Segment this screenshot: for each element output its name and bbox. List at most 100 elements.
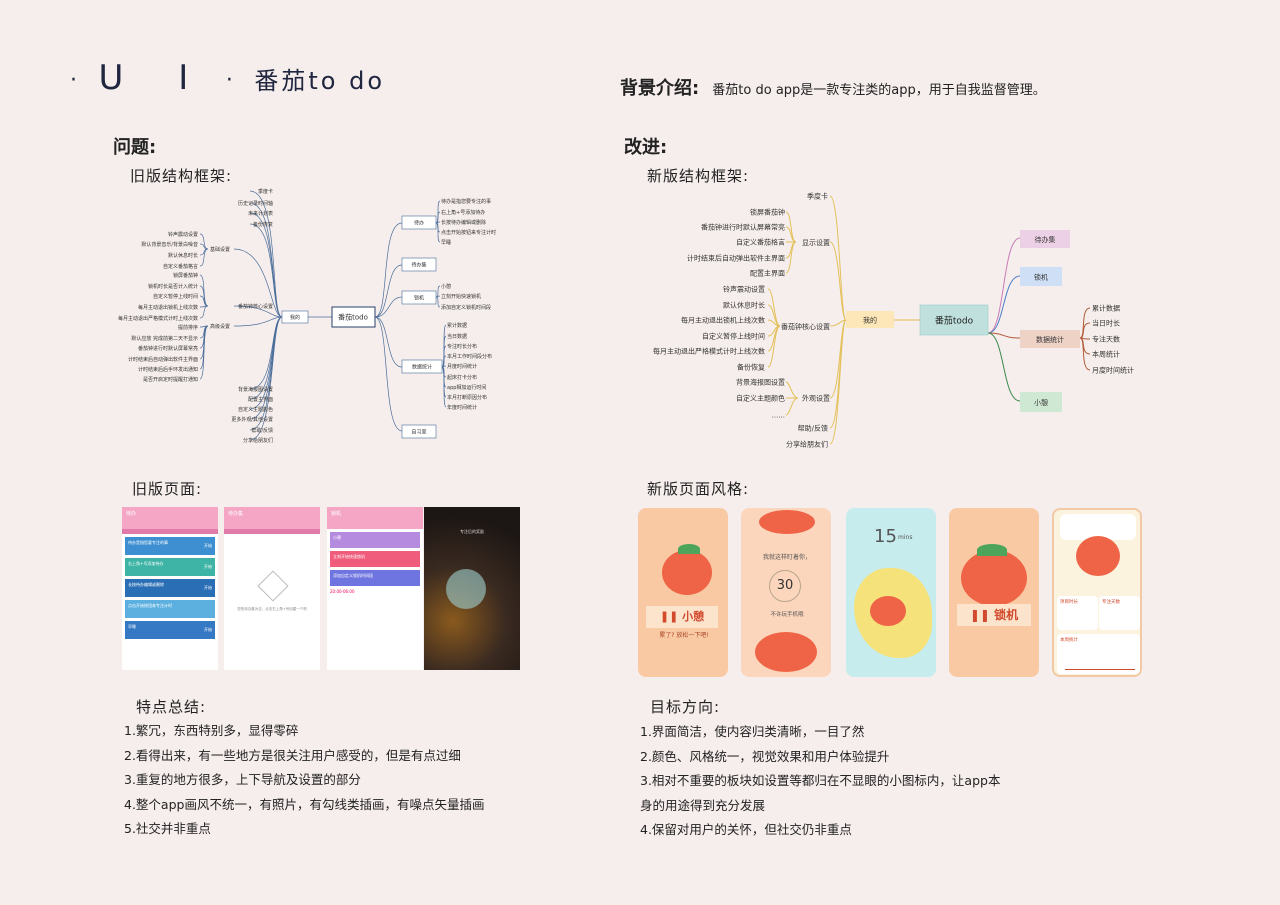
new-stats-item: 累计数据 [1092,304,1120,313]
tomato-icon [755,632,817,672]
improve-heading: 改进: [624,137,668,158]
feature-item: 2.看得出来，有一些地方是很关注用户感受的，但是有点过细 [124,747,461,763]
old-lock-card[interactable]: 小憩 [330,532,420,548]
stats-tab[interactable]: 项目时长 [1057,596,1098,630]
old-basic-item: 默认休息时长 [168,252,198,259]
old-adv-item: 番茄钟进行时默认屏幕常亮 [138,345,198,352]
old-todo-item: 点击开始按钮来专注计时 [441,229,496,236]
features-list: 1.繁冗，东西特别多，显得零碎 2.看得出来，有一些地方是很关注用户感受的，但是… [124,719,484,842]
new-screen-timer: 15 mins [846,508,936,677]
focus-circle[interactable] [446,569,486,609]
goal-item: 2.颜色、风格统一，视觉效果和用户体验提升 [640,748,890,764]
old-empty-text: 您的待办集为空，点击右上角+号创建一个吧 [237,607,307,611]
new-display-item: 自定义番茄格言 [736,238,785,247]
old-screen-photo: 专注后的奖励 [424,507,520,670]
feature-item: 3.重复的地方很多，上下导航及设置的部分 [124,772,361,787]
lock-label[interactable]: ❚❚ 锁机 [957,604,1031,626]
old-lock-item: 立刻开始快速锁机 [441,293,481,300]
old-core-item: 锁机时长是否计入统计 [148,283,198,290]
new-look-item: 自定义主题颜色 [736,394,785,403]
old-adv-item: 计时结束后自动弹出软件主界面 [128,356,198,363]
new-stats-item: 专注天数 [1092,335,1120,344]
goal-item: 3.相对不重要的板块如设置等都归在不显眼的小图标内，让app本 [640,773,1001,788]
old-top-item: 季度卡 [258,188,273,195]
old-screen-todo-set: 待办集 您的待办集为空，点击右上角+号创建一个吧 [224,507,320,670]
new-screen-stats: 项目时长 专注天数 本周统计 [1052,508,1142,677]
new-core-item: 备份恢复 [737,363,765,372]
new-look-item: 背景海报图设置 [736,378,785,387]
old-adv-item: 是否开启定时提醒打通知 [143,376,198,383]
old-mine-node: 我的 [290,314,300,321]
features-heading: 特点总结: [136,698,207,716]
new-screen-focus: 我就这样盯着你， 30 不许玩手机哦 [741,508,831,677]
title-app-name: 番茄to do [254,67,386,95]
old-photo-text: 专注后的奖励 [460,529,484,534]
old-root-node: 番茄todo [338,313,368,322]
new-display-item: 锁屏番茄钟 [750,208,785,217]
old-basic-item: 自定义番茄格言 [163,263,198,270]
stats-tab[interactable]: 专注天数 [1099,596,1140,630]
new-core-item: 自定义暂停上线时间 [702,332,765,341]
old-lock-card[interactable]: 添加自定义锁机时间段 [330,570,420,586]
new-stats-item: 本周统计 [1092,350,1120,359]
background-text: 番茄to do app是一款专注类的app，用于自我监督管理。 [712,83,1046,98]
old-node-todo-set: 待办集 [411,262,426,269]
tomato-icon [961,550,1027,606]
old-stats-item: 当日数据 [447,333,467,340]
new-stats-item: 月度时间统计 [1092,366,1134,375]
old-structure-heading: 旧版结构框架: [130,167,233,185]
rest-label[interactable]: ❚❚ 小憩 [646,606,718,628]
tomato-icon [870,596,906,626]
old-todo-item: 长按待办编辑或删除 [441,219,486,226]
old-stats-item: 起床打卡分布 [447,374,477,381]
old-basic-item: 铃声震动设置 [168,231,198,238]
old-lock-item: 添加自定义锁机时间段 [441,304,491,311]
old-todo-card[interactable]: 长按待办编辑或删除开始 [125,579,215,597]
old-lock-card[interactable]: 立刻开始快速锁机 [330,551,420,567]
old-bottom-item: 帮助/反馈 [251,427,273,434]
goal-item: 1.界面简洁，使内容归类清晰，一目了然 [640,724,865,739]
tomato-icon [662,550,712,595]
new-node-lock: 锁机 [1034,273,1048,282]
old-adv-item: 计时结束后后手环发出通知 [138,366,198,373]
old-node-stats: 数据统计 [412,364,432,371]
old-stats-item: app相加运行时间 [447,384,486,391]
old-node-todo: 待办 [414,220,424,227]
old-todo-card[interactable]: 右上角+号添加待办开始 [125,558,215,576]
new-core-item: 铃声震动设置 [723,285,765,294]
old-screen-todo: 待办 待办是指您要专注的事开始 右上角+号添加待办开始 长按待办编辑或删除开始 … [122,507,218,670]
old-todo-card[interactable]: 点击开始按钮来专注计时 [125,600,215,618]
old-screen-header: 锁机 [327,507,423,529]
new-display-item: 配置主界面 [750,269,785,278]
old-stats-item: 月度时间统计 [447,363,477,370]
old-bottom-item: 自定义主题颜色 [238,406,273,413]
goals-list: 1.界面简洁，使内容归类清晰，一目了然 2.颜色、风格统一，视觉效果和用户体验提… [640,720,1000,843]
old-stats-item: 累计数据 [447,322,467,329]
new-node-rest: 小憩 [1034,398,1048,407]
new-core-item: 默认休息时长 [723,301,765,310]
title-dot: · [70,68,83,93]
old-todo-card[interactable]: 早睡开始 [125,621,215,639]
old-adv-item: 默认应放 完成前第二天不显示 [131,335,198,342]
old-stats-item: 专注时长分布 [447,343,477,350]
problem-heading: 问题: [113,137,157,158]
old-group-core: 番茄钟核心设置 [238,303,273,310]
new-node-stats: 数据统计 [1036,335,1064,344]
old-adv-item: 提前排序 [178,324,198,331]
feature-item: 5.社交并非重点 [124,821,211,836]
new-core-settings: 番茄钟核心设置 [781,322,830,331]
timer-number: 15 [874,526,897,547]
goals-heading: 目标方向: [650,698,721,716]
new-mind-map: 番茄todo 我的 待办集 锁机 数据统计 小憩 累计数据 当日时长 专注天数 … [653,192,1134,449]
old-stats-item: 本月打断原因分布 [447,394,487,401]
empty-box-icon [257,570,289,602]
focus-top-text: 我就这样盯着你， [762,554,811,561]
old-group-basic: 基础设置 [210,246,230,253]
new-share: 分享给朋友们 [786,440,828,449]
old-core-item: 每月主动退出严格模式计时上线次数 [118,315,198,322]
old-node-lock: 锁机 [414,295,424,302]
old-todo-card[interactable]: 待办是指您要专注的事开始 [125,537,215,555]
old-group-adv: 高级设置 [210,323,230,330]
old-top-item: 历史记录时间轴 [238,200,273,207]
old-screen-lock: 锁机 小憩 立刻开始快速锁机 添加自定义锁机时间段 20:00-06:00 [327,507,423,670]
